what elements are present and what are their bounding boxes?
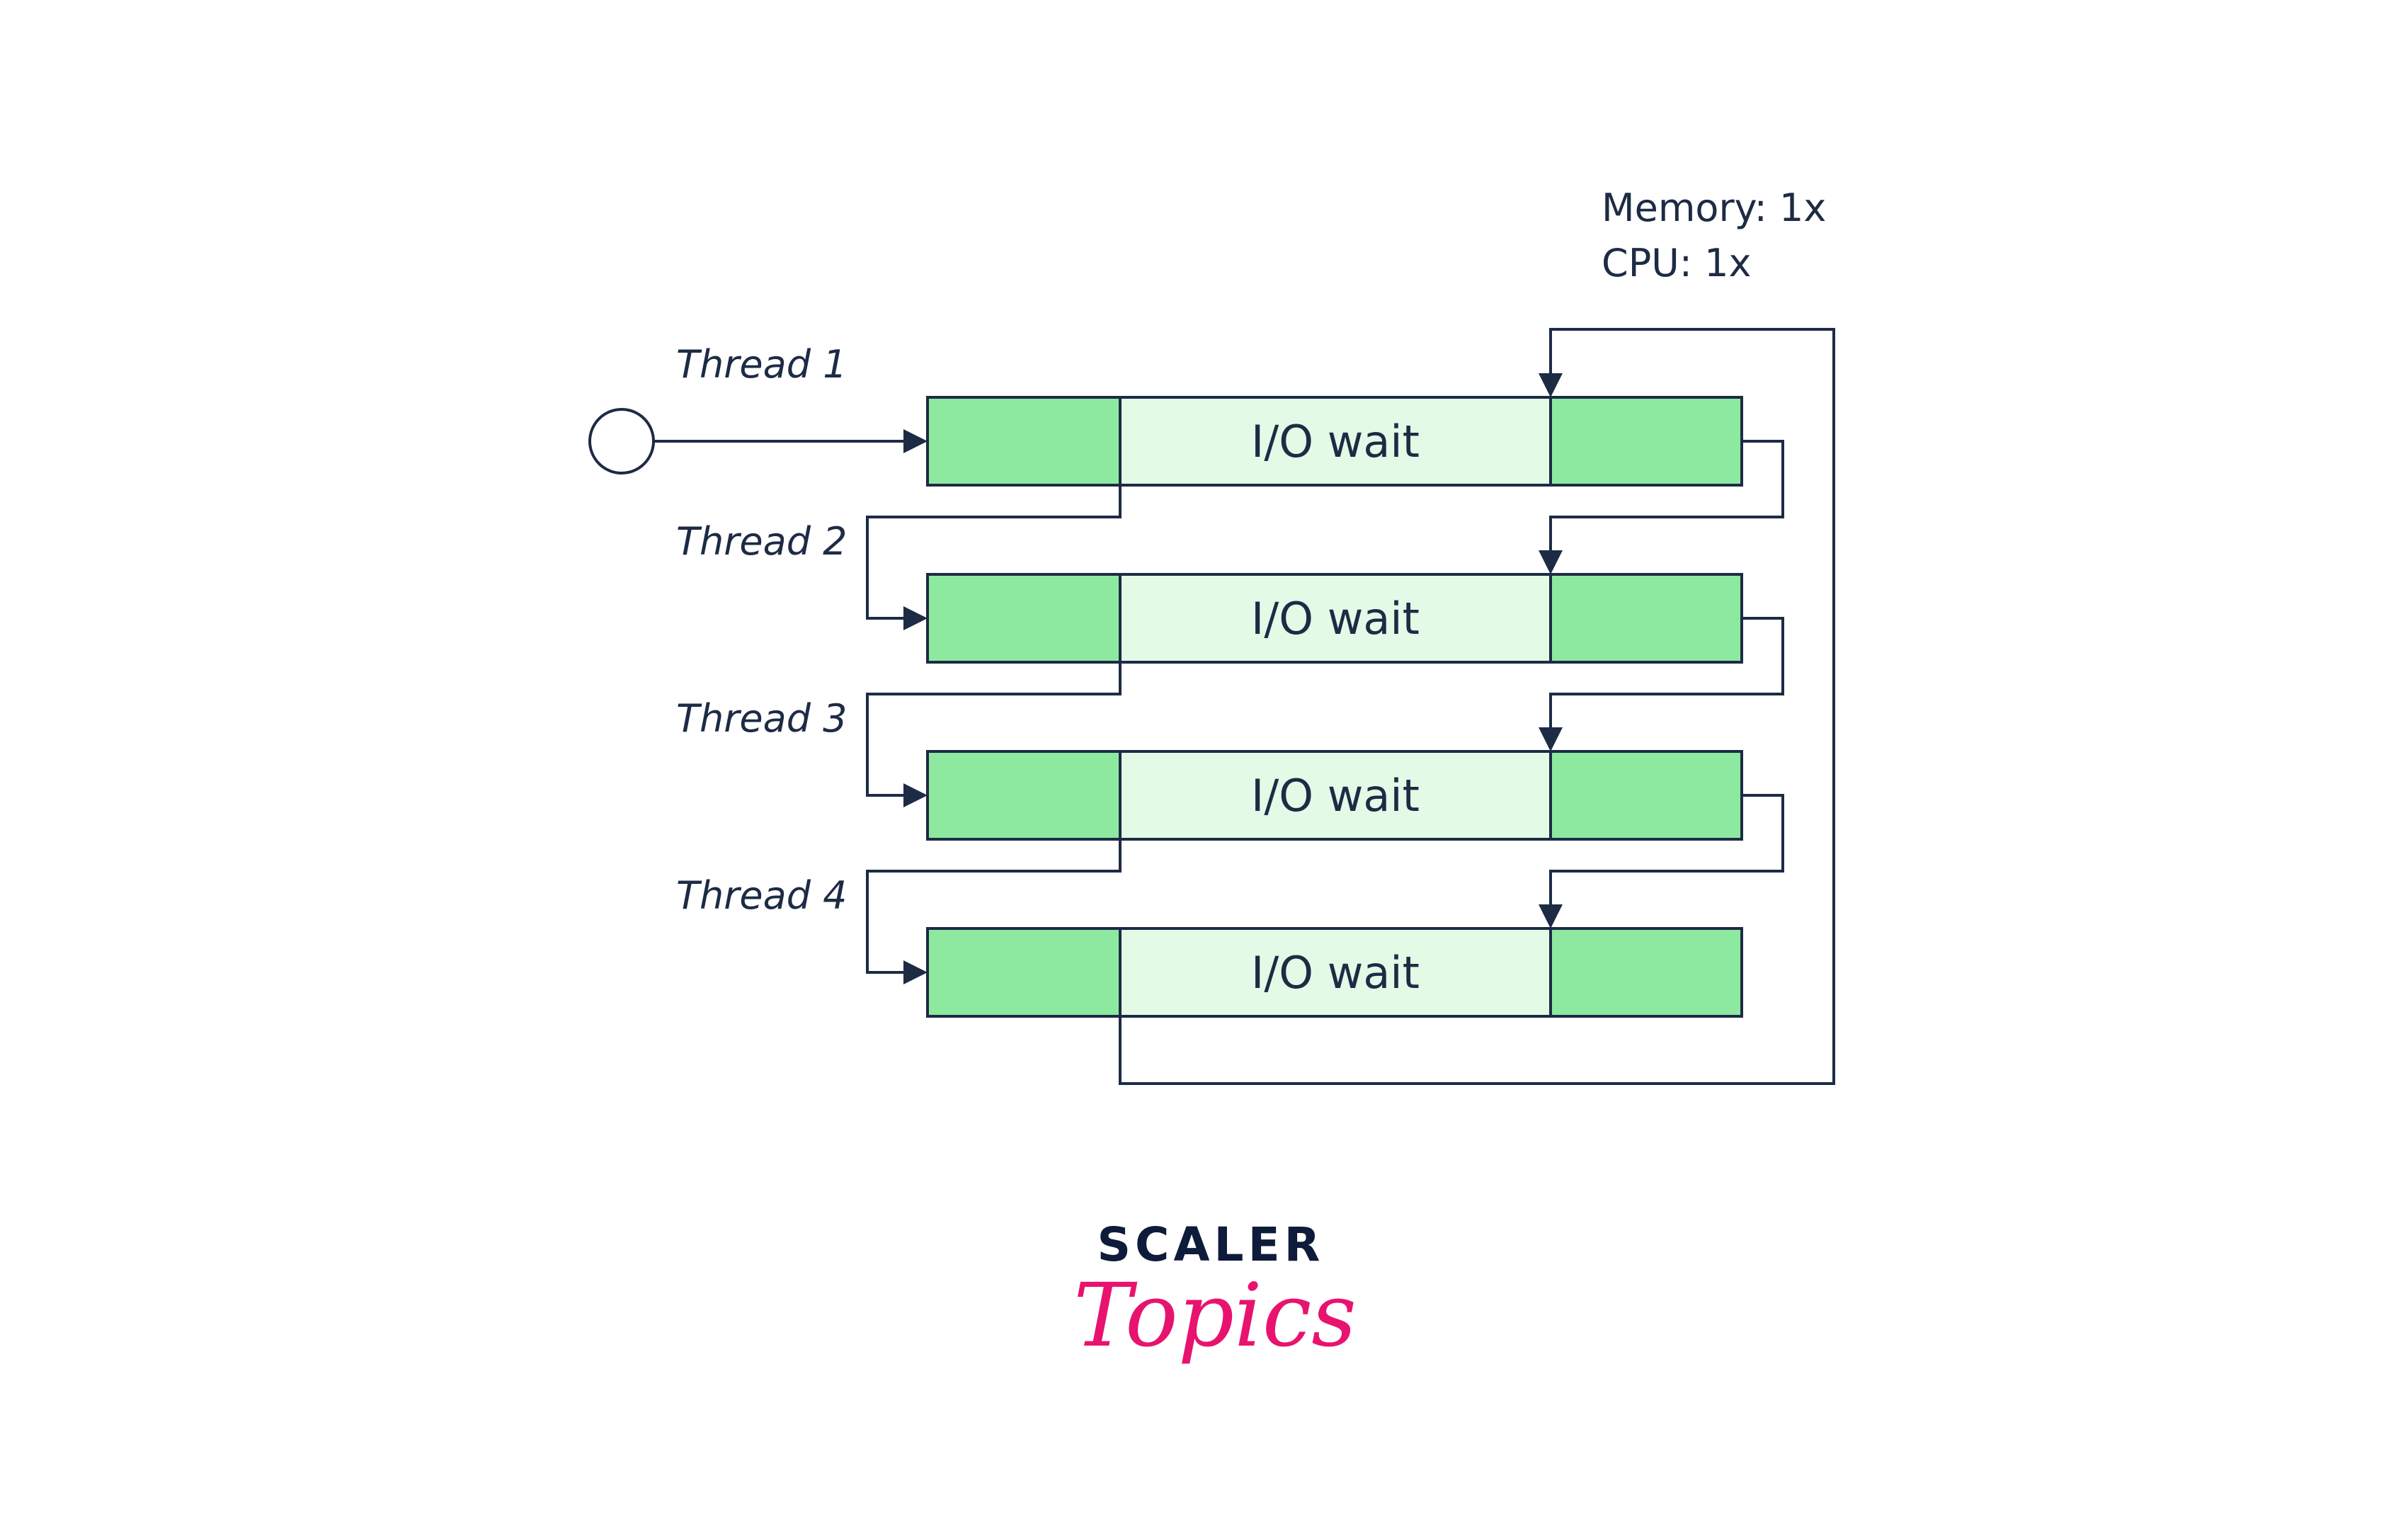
cpu-block-start [926, 396, 1122, 487]
thread-label: Thread 2 [676, 519, 848, 564]
arrowhead [903, 429, 928, 453]
arrowhead [1539, 727, 1563, 751]
handoff-connector [866, 485, 1122, 620]
cpu-block-end [1549, 573, 1743, 664]
scaler-topics-logo: SCALER Topics [1073, 1217, 1357, 1367]
thread-row: I/O wait Thread 4 [676, 873, 1743, 1018]
io-wait-label: I/O wait [1251, 416, 1420, 467]
thread-label: Thread 1 [676, 342, 848, 387]
arrowhead [1539, 550, 1563, 574]
io-wait-label: I/O wait [1251, 947, 1420, 999]
arrowhead [903, 960, 928, 984]
arrowhead [1539, 904, 1563, 928]
logo-scaler-text: SCALER [1097, 1217, 1324, 1272]
io-wait-block [1119, 750, 1552, 841]
thread-label: Thread 3 [676, 696, 848, 741]
cpu-label: CPU: 1x [1602, 241, 1751, 285]
arrowhead [1539, 373, 1563, 397]
return-connector [1549, 440, 1784, 553]
cpu-block-end [1549, 927, 1743, 1018]
outer-loop-connector [1119, 328, 1835, 1085]
handoff-connector [866, 839, 1122, 974]
arrowhead [903, 783, 928, 807]
thread-row: I/O wait Thread 2 [676, 519, 1743, 664]
thread-row: I/O wait Thread 1 [676, 342, 1743, 487]
memory-label: Memory: 1x [1602, 186, 1826, 230]
cpu-block-end [1549, 750, 1743, 841]
cpu-block-start [926, 573, 1122, 664]
start-node [588, 408, 655, 475]
logo-topics-text: Topics [1073, 1265, 1357, 1367]
cpu-block-end [1549, 396, 1743, 487]
cpu-block-start [926, 927, 1122, 1018]
cpu-block-start [926, 750, 1122, 841]
io-wait-label: I/O wait [1251, 593, 1420, 644]
io-wait-block [1119, 396, 1552, 487]
io-wait-block [1119, 573, 1552, 664]
handoff-connector [866, 662, 1122, 797]
thread-label: Thread 4 [676, 873, 848, 918]
return-connector [1549, 617, 1784, 730]
thread-row: I/O wait Thread 3 [676, 696, 1743, 841]
arrowhead [903, 606, 928, 630]
return-connector [1549, 794, 1784, 907]
io-wait-label: I/O wait [1251, 770, 1420, 822]
